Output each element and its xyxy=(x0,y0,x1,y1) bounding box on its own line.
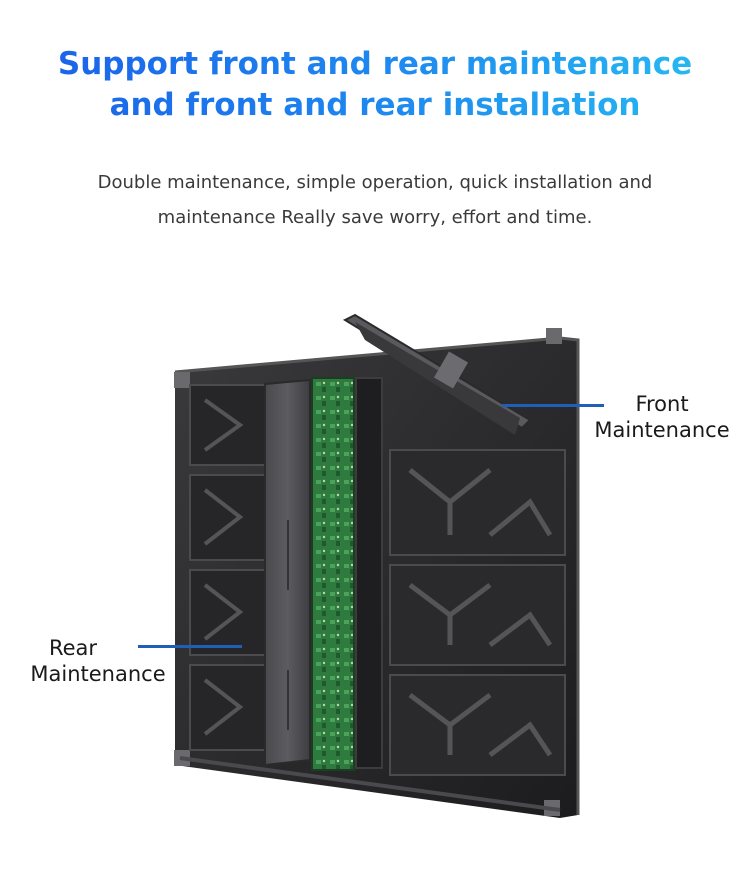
receiving-card-board xyxy=(311,377,355,771)
description: Double maintenance, simple operation, qu… xyxy=(40,165,710,235)
page-title: Support front and rear maintenance and f… xyxy=(0,44,750,126)
description-line-1: Double maintenance, simple operation, qu… xyxy=(97,172,653,193)
led-cabinet-image xyxy=(174,313,580,818)
description-line-2: maintenance Really save worry, effort an… xyxy=(157,207,593,228)
right-module-bays xyxy=(389,449,566,776)
power-box xyxy=(355,377,383,769)
rear-maintenance-label: Rear Maintenance xyxy=(18,635,178,687)
rear-callout-line xyxy=(138,645,242,648)
rear-label-line-1: Rear xyxy=(48,636,98,660)
front-label-line-1: Front xyxy=(635,392,689,416)
title-line-2: and front and rear installation xyxy=(109,87,641,123)
front-label-line-2: Maintenance xyxy=(594,418,730,442)
front-maintenance-label: Front Maintenance xyxy=(582,391,742,443)
front-callout-line xyxy=(502,404,604,407)
title-line-1: Support front and rear maintenance xyxy=(57,46,693,82)
left-module-bays xyxy=(189,384,266,751)
rear-label-line-2: Maintenance xyxy=(30,662,166,686)
